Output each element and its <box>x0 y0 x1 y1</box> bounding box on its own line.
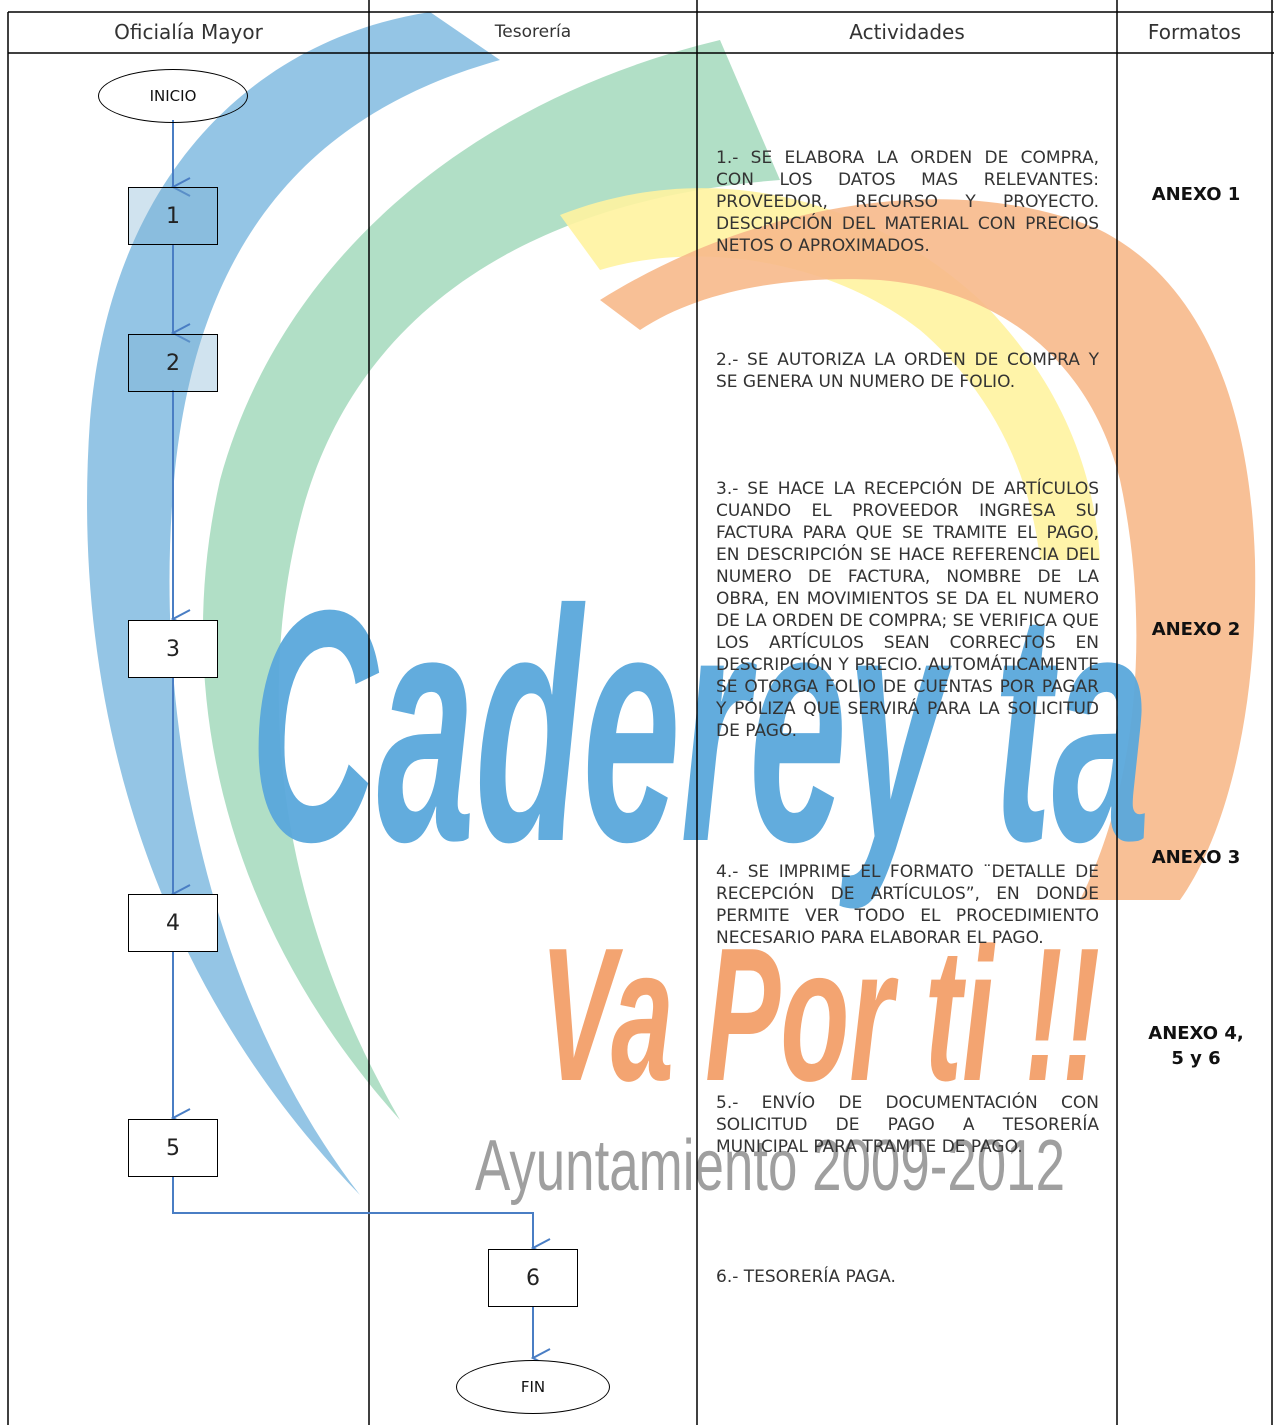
watermark-slogan-text: Va Por ti !! <box>540 909 1100 1121</box>
watermark-period-text: Ayuntamiento 2009-2012 <box>475 1126 1065 1206</box>
header-tesoreria: Tesorería <box>494 22 572 42</box>
start-node: INICIO <box>98 69 248 123</box>
activity-3: 3.- SE HACE LA RECEPCIÓN DE ARTÍCULOS CU… <box>716 479 1099 741</box>
activity-2: 2.- SE AUTORIZA LA ORDEN DE COMPRA Y SE … <box>716 350 1099 392</box>
activity-5: 5.- ENVÍO DE DOCUMENTACIÓN CON SOLICITUD… <box>716 1093 1099 1157</box>
header-oficialia-mayor: Oficialía Mayor <box>114 20 263 44</box>
activity-1: 1.- SE ELABORA LA ORDEN DE COMPRA, CON L… <box>716 148 1099 256</box>
activity-4: 4.- SE IMPRIME EL FORMATO ¨DETALLE DE RE… <box>716 862 1099 948</box>
watermark-green-swoosh <box>202 40 781 1120</box>
connector-5-to-6 <box>172 1175 533 1248</box>
formato-anexo-4-line2: 5 y 6 <box>1171 1048 1221 1069</box>
formato-anexo-4-line1: ANEXO 4, <box>1148 1023 1244 1044</box>
process-step-4: 4 <box>128 894 218 952</box>
formato-anexo-2: ANEXO 2 <box>1151 619 1241 640</box>
header-actividades: Actividades <box>849 20 965 44</box>
end-node: FIN <box>456 1360 610 1414</box>
activity-6: 6.- TESORERÍA PAGA. <box>716 1267 896 1287</box>
watermark-brand-text: Caderey ta <box>250 541 1150 912</box>
process-step-2: 2 <box>128 334 218 392</box>
header-formatos: Formatos <box>1147 20 1242 44</box>
process-step-6: 6 <box>488 1249 578 1307</box>
process-step-3: 3 <box>128 620 218 678</box>
formato-anexo-3: ANEXO 3 <box>1151 847 1241 868</box>
watermark-orange-arc <box>600 199 1256 900</box>
process-step-5: 5 <box>128 1119 218 1177</box>
formato-anexo-1: ANEXO 1 <box>1151 184 1241 205</box>
process-step-1: 1 <box>128 187 218 245</box>
